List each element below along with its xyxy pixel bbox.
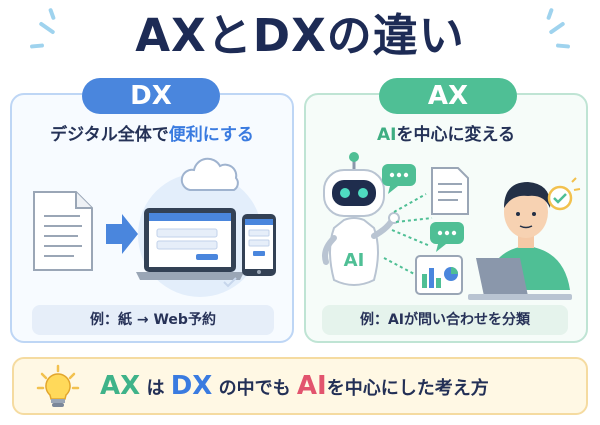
chat-bubble-icon (382, 164, 416, 194)
robot-ai-label: AI (344, 250, 365, 271)
cloud-icon (180, 157, 239, 191)
summary-ai: AI (296, 371, 327, 401)
ax-illustration: AI (322, 152, 581, 300)
summary-part3: を中心にした考え方 (326, 378, 489, 399)
laptop-icon (136, 208, 244, 280)
dx-example: 例：紙 → Web予約 (32, 305, 274, 335)
ax-subtitle-highlight: AI (377, 125, 397, 145)
dx-subtitle-prefix: デジタル全体で (50, 125, 169, 145)
arrow-right-icon (106, 214, 138, 254)
ax-subtitle: AIを中心に変える (304, 122, 588, 148)
dx-subtitle-highlight: 便利にする (168, 125, 254, 145)
summary-box (12, 357, 588, 415)
summary-text: AX は DX の中でも AIを中心にした考え方 (100, 357, 570, 415)
chat-bubble-icon (430, 222, 464, 252)
dx-illustration (33, 157, 276, 297)
smartphone-icon (242, 214, 276, 276)
check-icon (223, 277, 237, 288)
ax-example: 例：AIが問い合わせを分類 (322, 305, 568, 335)
ai-robot-icon: AI (322, 152, 400, 286)
summary-dx: DX (170, 371, 213, 401)
summary-part1: は (140, 378, 171, 399)
ax-subtitle-suffix: を中心に変える (396, 125, 515, 145)
lightbulb-icon (36, 364, 80, 407)
paper-document-icon (33, 191, 93, 271)
dx-subtitle: デジタル全体で便利にする (10, 122, 294, 148)
page-title: AXとDXの違い (135, 9, 465, 62)
analytics-chart-icon (415, 255, 463, 295)
summary-part2: の中でも (212, 378, 297, 399)
laptop-icon (468, 258, 572, 300)
dx-label-pill: DX (82, 78, 220, 114)
ax-label-pill: AX (379, 78, 517, 114)
check-badge-icon (547, 177, 581, 211)
document-icon (431, 167, 469, 215)
summary-ax: AX (100, 371, 141, 401)
